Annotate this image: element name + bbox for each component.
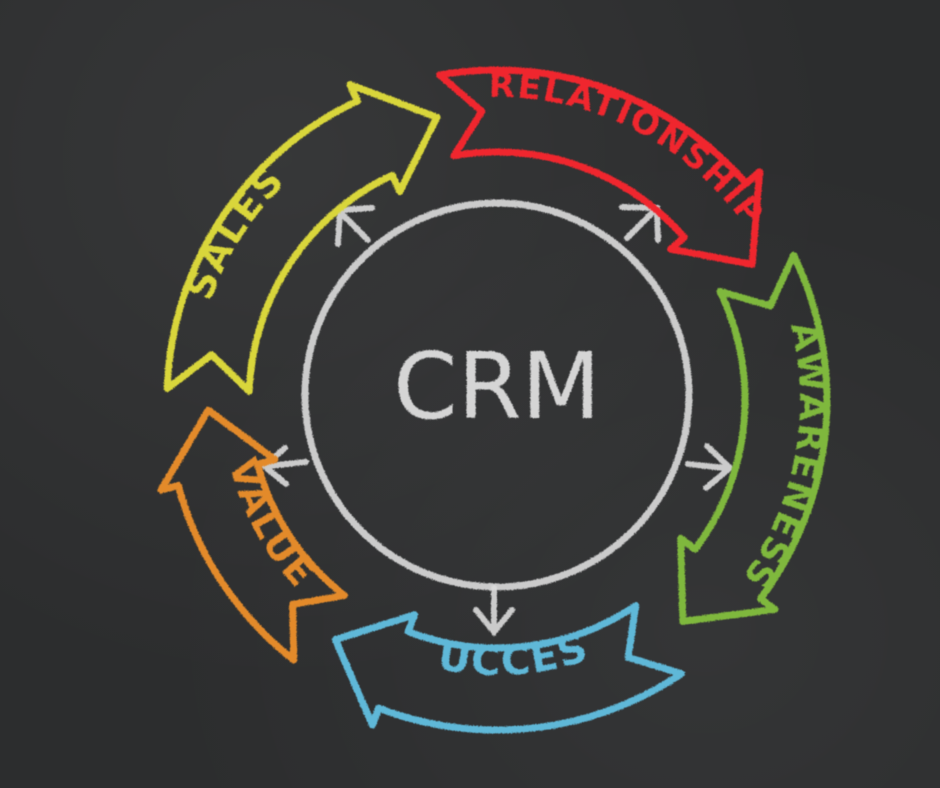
segment-arrow-relationship bbox=[436, 66, 764, 268]
center-label: CRM bbox=[393, 333, 601, 440]
segment-arrow-success bbox=[331, 602, 685, 734]
arrow-down-icon bbox=[473, 585, 515, 637]
arrow-up-left-icon bbox=[335, 205, 375, 247]
center-circle bbox=[301, 199, 693, 591]
segment-arrow-awareness bbox=[677, 251, 831, 625]
segment-arrow-sales bbox=[163, 81, 441, 395]
arrow-up-right-icon bbox=[619, 204, 661, 243]
segment-label-awareness: AWARENESS bbox=[734, 319, 832, 598]
segment-awareness: AWARENESS bbox=[677, 251, 832, 625]
segment-arrow-value bbox=[157, 406, 348, 664]
segment-value: VALUE bbox=[157, 406, 348, 664]
arrow-right-icon bbox=[685, 443, 735, 491]
